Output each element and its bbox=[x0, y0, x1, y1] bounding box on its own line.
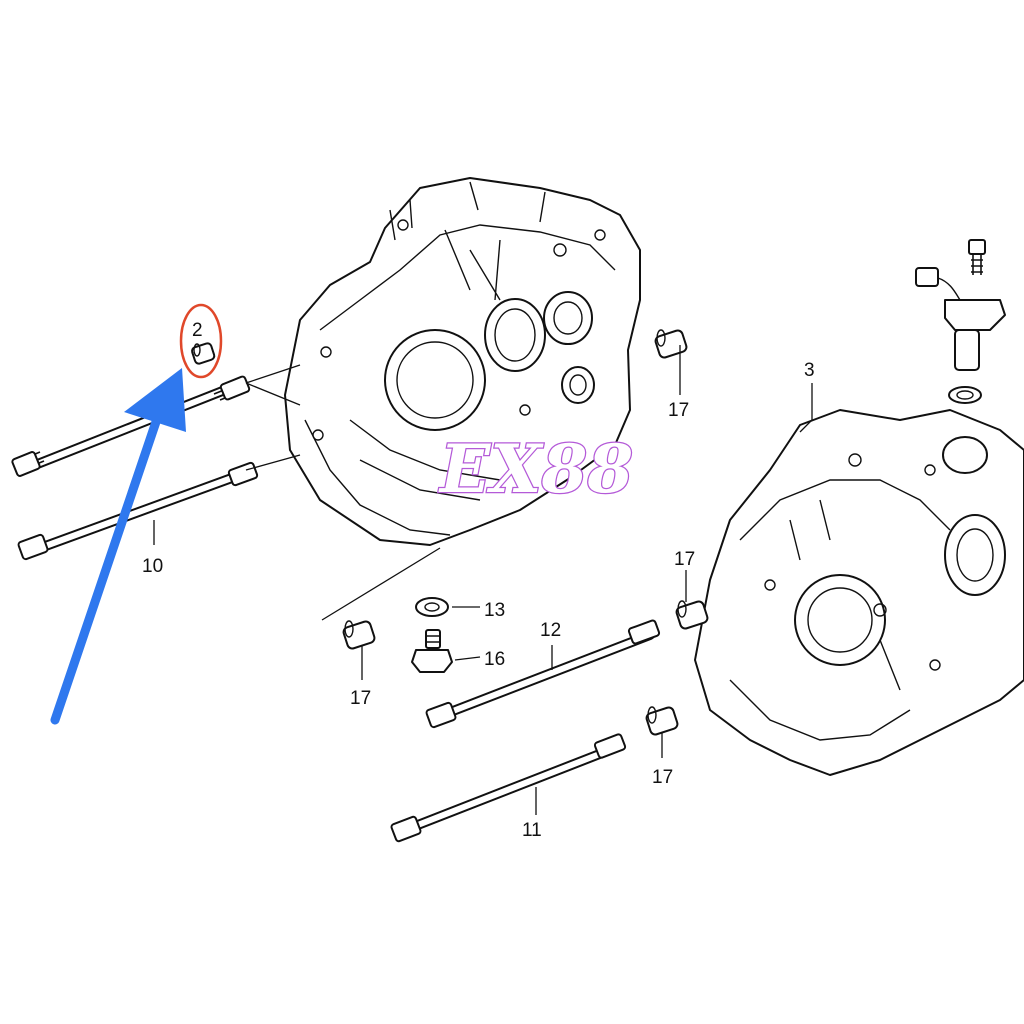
stud-bolt-11 bbox=[390, 733, 627, 843]
label-part-11: 11 bbox=[522, 820, 542, 841]
label-part-17-left: 17 bbox=[350, 688, 371, 709]
label-part-17-upper: 17 bbox=[668, 400, 689, 421]
washer-13 bbox=[415, 597, 449, 617]
label-part-17-right-upper: 17 bbox=[674, 549, 695, 570]
label-part-2: 2 bbox=[192, 320, 203, 341]
label-part-17-right-lower: 17 bbox=[652, 767, 673, 788]
label-part-16: 16 bbox=[484, 649, 505, 670]
right-crankcase bbox=[694, 409, 1024, 776]
pointer-arrow bbox=[50, 368, 186, 725]
label-part-3: 3 bbox=[804, 360, 815, 381]
drain-bolt-16 bbox=[411, 629, 453, 673]
watermark-logo: EX88 bbox=[438, 430, 633, 508]
label-part-13: 13 bbox=[484, 600, 505, 621]
stud-bolt-upper bbox=[11, 375, 251, 477]
stud-bolt-10 bbox=[17, 461, 259, 561]
dowel-pin-17-left bbox=[342, 620, 376, 650]
speed-sensor-assembly bbox=[915, 239, 1006, 404]
left-crankcase bbox=[284, 177, 641, 546]
dowel-pin-17-upper bbox=[654, 329, 688, 359]
leader-lines bbox=[153, 345, 813, 815]
dowel-pin-2 bbox=[191, 342, 216, 365]
label-part-12: 12 bbox=[540, 620, 561, 641]
dowel-pin-17-right-lower bbox=[645, 706, 679, 736]
highlight-circle bbox=[179, 303, 223, 379]
dowel-pin-17-right-upper bbox=[675, 600, 709, 630]
stud-bolt-12 bbox=[425, 619, 661, 729]
label-part-10: 10 bbox=[142, 556, 163, 577]
